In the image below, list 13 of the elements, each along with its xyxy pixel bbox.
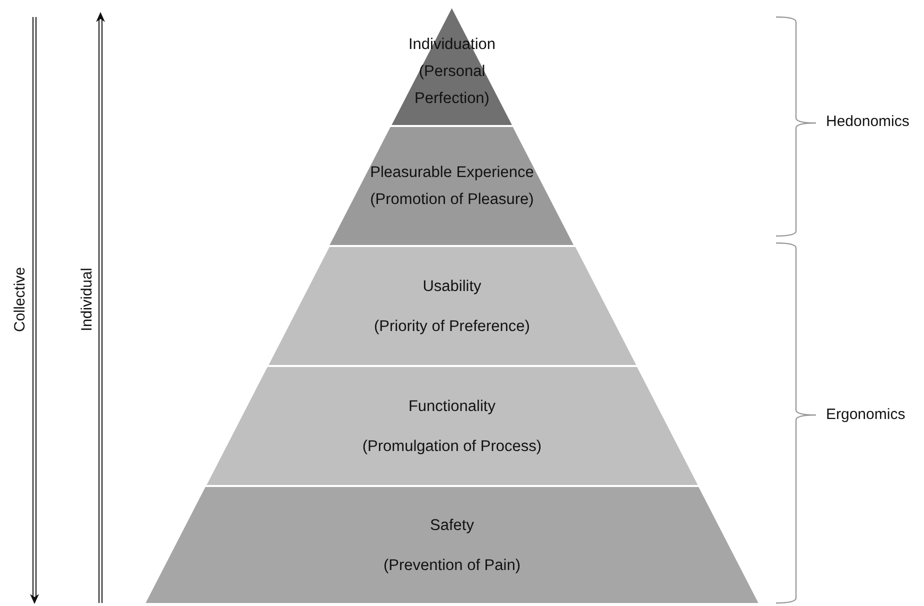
layer-description: (Personal Perfection) — [414, 62, 490, 108]
layer-description: (Priority of Preference) — [374, 316, 530, 336]
layer-title: Pleasurable Experience — [370, 163, 534, 183]
layer-title: Functionality — [408, 396, 496, 416]
layer-description: (Prevention of Pain) — [384, 556, 520, 576]
layer-description: (Promotion of Pleasure) — [370, 190, 534, 210]
layer-title: Usability — [422, 276, 482, 296]
bracket-label: Ergonomics — [826, 406, 906, 423]
layer-description: (Promulgation of Process) — [362, 436, 542, 456]
axis-label: Collective — [12, 266, 28, 334]
axis-label: Individual — [78, 266, 96, 334]
bracket-label: Hedonomics — [826, 113, 910, 130]
layer-title: Safety — [430, 516, 474, 536]
